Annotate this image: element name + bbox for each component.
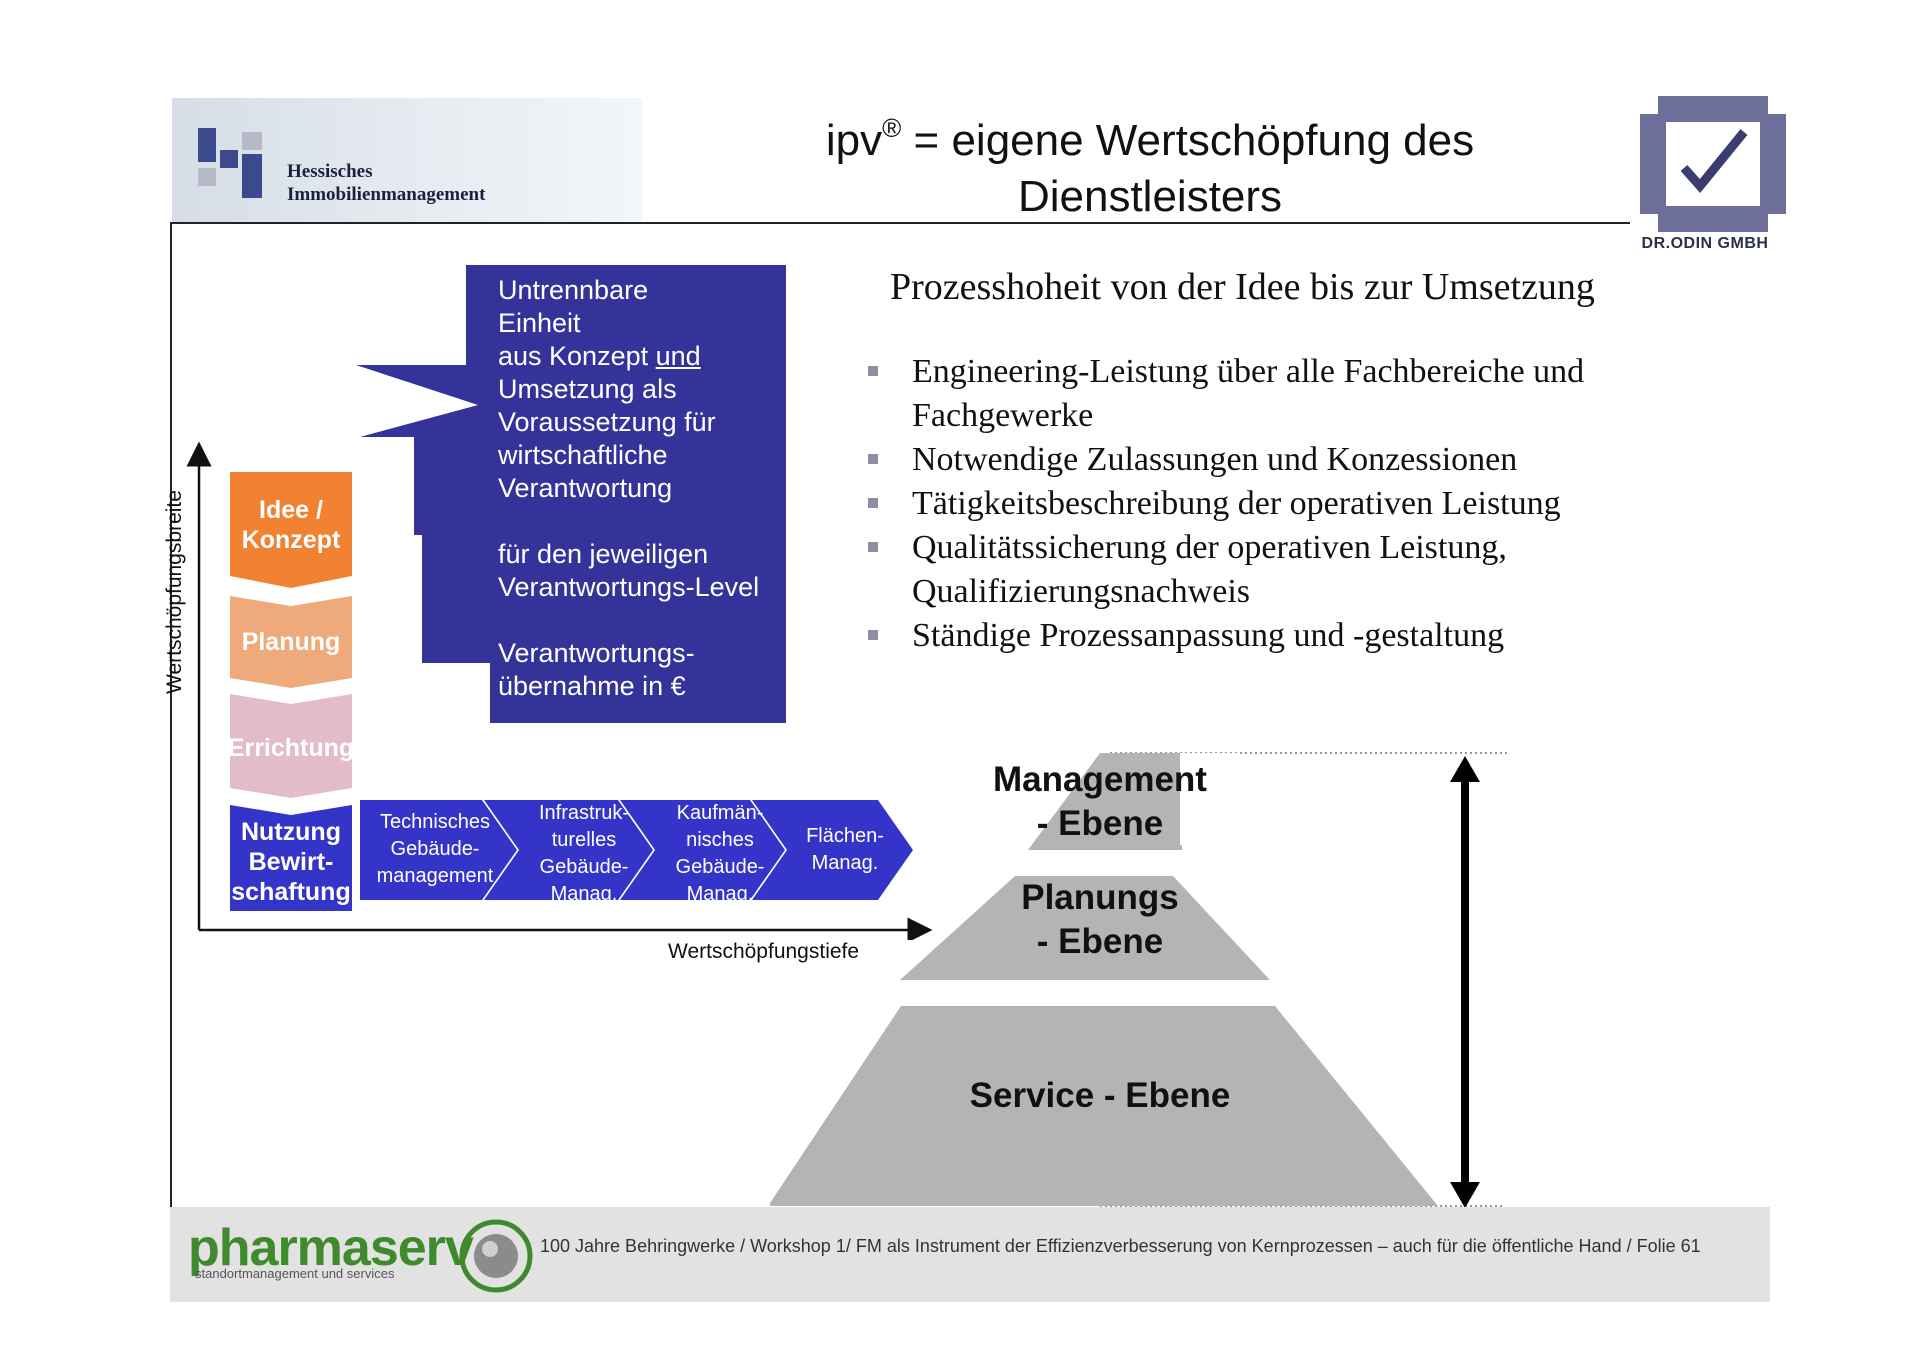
chevron-2 [484,800,653,900]
odin-logo [1640,96,1786,237]
stage-planung-shape [230,596,352,688]
list-item: Tätigkeitsbeschreibung der operativen Le… [860,482,1760,526]
stage-errichtung-shape [230,694,352,798]
double-arrow-icon [1450,756,1480,1208]
pyramid-middle-label: Planungs- Ebene [1021,878,1179,961]
y-axis-label: Wertschöpfungsbreite [163,490,186,694]
odin-company-name: DR.ODIN GMBH [1641,235,1769,252]
list-item: Notwendige Zulassungen und Konzessionen [860,438,1760,482]
x-axis-label: Wertschöpfungstiefe [668,940,860,963]
stage-idee-shape [230,472,352,588]
pyramid-top-label: Management- Ebene [993,760,1207,843]
page-title: ipv® = eigene Wertschöpfung des Dienstle… [825,113,1475,221]
pyramid [770,752,1510,1207]
callout-text: Untrennbare Einheit aus Konzept und Umse… [498,275,760,701]
hessisches-logo-icon [198,128,262,198]
list-item: Ständige Prozessanpassung und -gestaltun… [860,614,1760,658]
pyramid-bottom [770,1006,1438,1206]
chevron-3 [620,800,785,900]
axes [186,441,933,940]
pharmaserv-brand: pharmaserv [188,1219,474,1277]
list-item: Engineering-Leistung über alle Fachberei… [860,350,1760,438]
stage-planung-label: Planung [241,628,341,656]
footer-text: 100 Jahre Behringwerke / Workshop 1/ FM … [540,1236,1701,1256]
chevron-row [360,800,913,900]
footer-bar [170,1207,1770,1302]
callout-shape [356,265,786,723]
process-heading: Prozesshoheit von der Idee bis zur Umset… [890,266,1595,308]
pyramid-bottom-label: Service - Ebene [969,1076,1231,1115]
left-divider [170,222,172,1212]
stage-errichtung-label: Errichtung [227,734,355,762]
hessisches-logo [172,98,642,222]
list-item: Qualitätssicherung der operativen Leistu… [860,526,1760,614]
odin-checkmark-icon [1640,96,1786,232]
pharmaserv-globe-icon [459,1219,533,1293]
chevron-4 [752,800,913,900]
process-bullet-list: Engineering-Leistung über alle Fachberei… [860,350,1760,658]
stage-idee-label: Idee /Konzept [241,496,341,554]
pyramid-middle [900,876,1270,980]
hessisches-text: Hessisches Immobilienmanagement [287,161,486,205]
header-divider [170,222,1630,224]
chevron-4-label: Flächen-Manag. [806,825,884,874]
chevron-1 [360,800,517,900]
stage-nutzung-shape [230,805,352,911]
pharmaserv-subtitle: standortmanagement und services [195,1266,395,1281]
